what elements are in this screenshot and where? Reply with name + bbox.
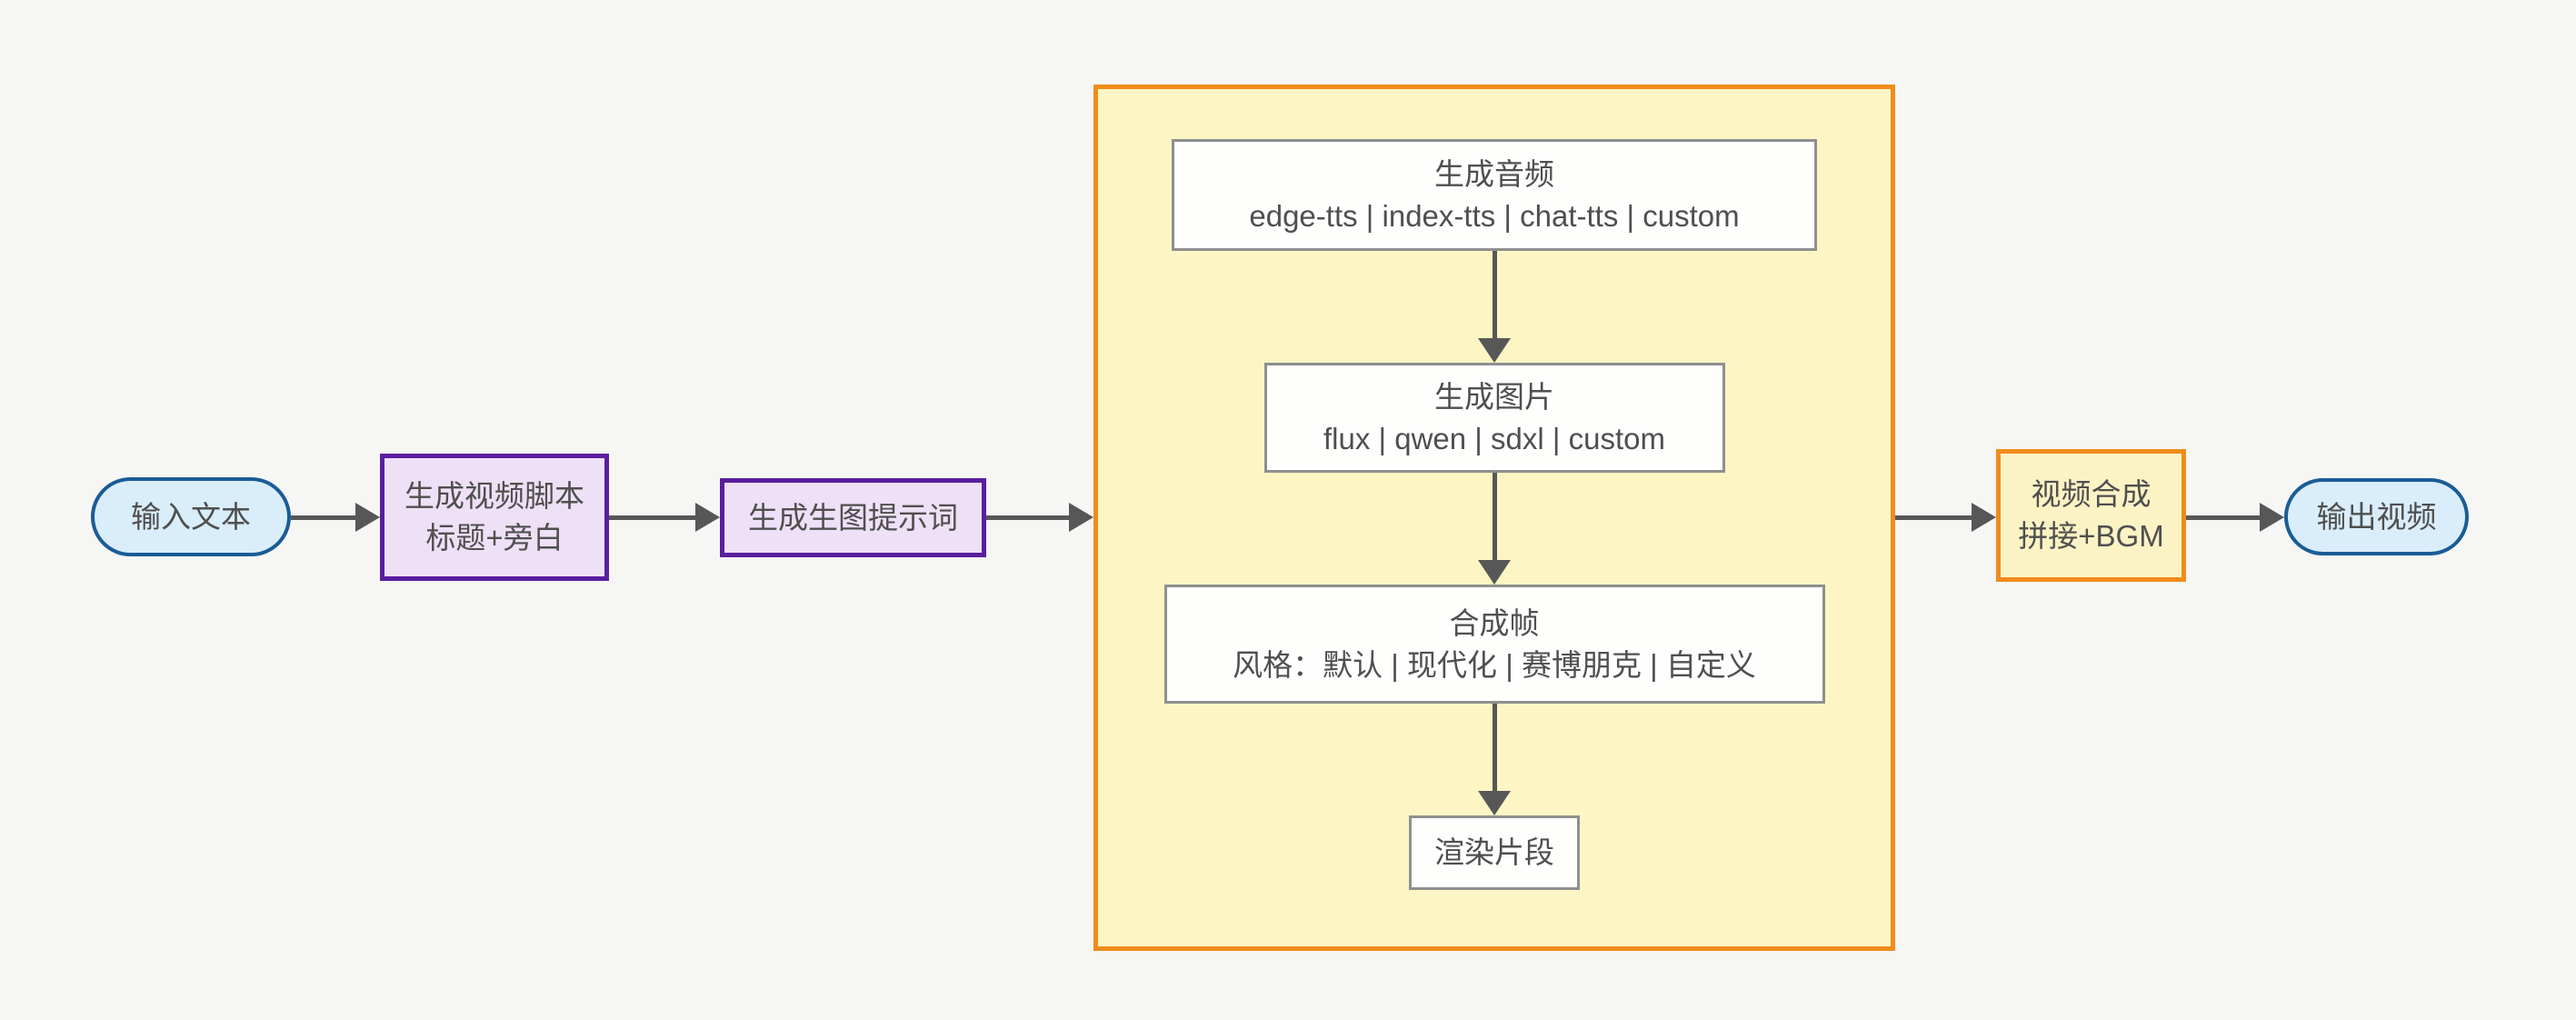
node-generate-audio-title: 生成音频	[1434, 156, 1554, 191]
arrow-head-icon	[1478, 791, 1511, 815]
node-video-compose-title: 视频合成	[2031, 477, 2152, 512]
arrow-frame-to-render	[1478, 704, 1511, 815]
node-generate-image-title: 生成图片	[1434, 379, 1554, 414]
node-generate-image: 生成图片 flux | qwen | sdxl | custom	[1263, 363, 1725, 473]
arrow-shaft	[1895, 515, 1972, 520]
arrow-shaft	[1492, 251, 1497, 338]
arrow-head-icon	[695, 503, 720, 532]
node-compose-frame-title: 合成帧	[1449, 605, 1540, 640]
node-generate-audio-engines: edge-tts | index-tts | chat-tts | custom	[1249, 198, 1740, 233]
node-generate-script-title: 生成视频脚本	[404, 479, 584, 514]
arrow-subgraph-to-compose	[1895, 503, 1996, 532]
node-render-segment-label: 渲染片段	[1434, 835, 1554, 870]
node-compose-frame-styles: 风格：默认 | 现代化 | 赛博朋克 | 自定义	[1233, 647, 1756, 682]
arrow-shaft	[291, 515, 355, 520]
node-generate-image-engines: flux | qwen | sdxl | custom	[1323, 421, 1666, 455]
arrow-prompt-to-subgraph	[986, 503, 1093, 532]
arrow-head-icon	[355, 503, 380, 532]
node-compose-frame: 合成帧 风格：默认 | 现代化 | 赛博朋克 | 自定义	[1163, 585, 1825, 704]
node-output-video: 输出视频	[2284, 478, 2469, 555]
node-generate-script: 生成视频脚本 标题+旁白	[380, 454, 609, 581]
arrow-head-icon	[1478, 560, 1511, 585]
subgraph-clip-pipeline: 生成音频 edge-tts | index-tts | chat-tts | c…	[1093, 85, 1895, 951]
arrow-shaft	[1492, 473, 1497, 560]
arrow-shaft	[609, 515, 695, 520]
node-video-compose-subtitle: 拼接+BGM	[2018, 519, 2164, 553]
arrow-head-icon	[2260, 503, 2284, 532]
arrow-head-icon	[1478, 338, 1511, 363]
arrow-head-icon	[1972, 503, 1996, 532]
arrow-compose-to-output	[2186, 503, 2284, 532]
node-video-compose: 视频合成 拼接+BGM	[1996, 449, 2186, 582]
node-input-text: 输入文本	[91, 477, 291, 556]
arrow-audio-to-image	[1478, 251, 1511, 363]
node-render-segment: 渲染片段	[1409, 815, 1580, 890]
arrow-image-to-frame	[1478, 473, 1511, 585]
node-input-text-label: 输入文本	[131, 499, 251, 534]
node-generate-image-prompt-label: 生成生图提示词	[748, 500, 958, 535]
node-output-video-label: 输出视频	[2316, 499, 2437, 534]
arrow-shaft	[986, 515, 1069, 520]
arrow-shaft	[1492, 704, 1497, 791]
node-generate-script-subtitle: 标题+旁白	[425, 521, 564, 555]
node-generate-audio: 生成音频 edge-tts | index-tts | chat-tts | c…	[1172, 139, 1817, 251]
arrow-input-to-script	[291, 503, 380, 532]
arrow-shaft	[2186, 515, 2260, 520]
node-generate-image-prompt: 生成生图提示词	[720, 478, 986, 557]
arrow-script-to-prompt	[609, 503, 720, 532]
arrow-head-icon	[1069, 503, 1093, 532]
